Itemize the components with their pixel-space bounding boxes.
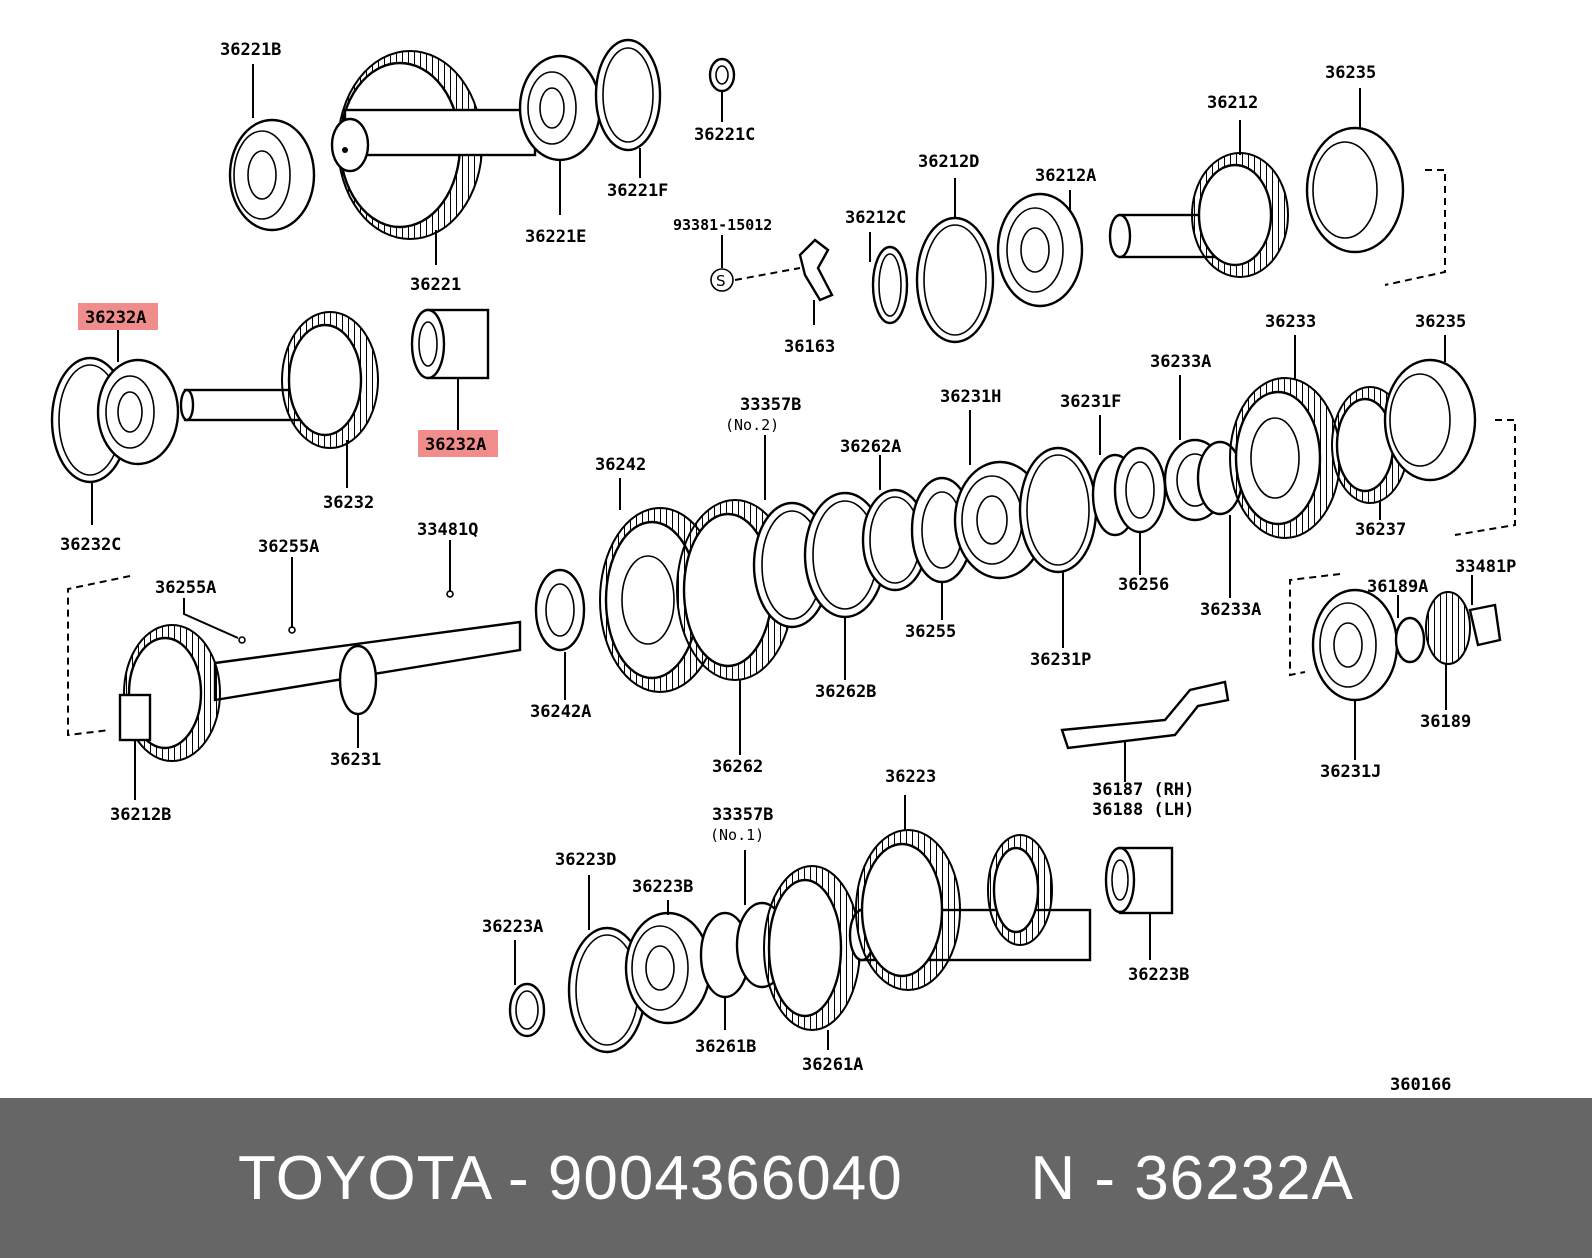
label-36223B-left: 36223B [632, 877, 693, 897]
snap-ring-36231P [1018, 446, 1098, 574]
label-33357B-no2: 33357B [740, 395, 801, 415]
label-36237: 36237 [1355, 520, 1406, 540]
label-diagram-ref: 360166 [1390, 1075, 1451, 1095]
label-36255A-2: 36255A [258, 537, 319, 557]
bearing-36242A [534, 568, 586, 652]
gear-36233 [1229, 377, 1341, 539]
bearing-36231J [1311, 588, 1399, 702]
ring-36189A [1394, 616, 1426, 664]
separator: - [489, 1143, 548, 1213]
label-93381-15012: 93381-15012 [673, 216, 772, 234]
label-36231: 36231 [330, 750, 381, 770]
label-36232A-highlight-1: 36232A [85, 308, 146, 328]
snap-ring-36223A [508, 982, 546, 1038]
part-number: 9004366040 [547, 1143, 903, 1213]
hub-36235 [1383, 358, 1477, 482]
highlight-36232A-1 [78, 303, 158, 330]
highlight-36232A-2 [418, 430, 498, 457]
label-36212B: 36212B [110, 805, 171, 825]
label-36242: 36242 [595, 455, 646, 475]
label-36235: 36235 [1415, 312, 1466, 332]
label-36233A-bottom: 36233A [1200, 600, 1261, 620]
label-36221E: 36221E [525, 227, 586, 247]
countershaft-36223 [848, 829, 1092, 991]
mainshaft-36231 [118, 620, 522, 762]
label-36189A: 36189A [1367, 577, 1428, 597]
footer-bar: TOYOTA - 9004366040 N - 36232A [0, 1098, 1592, 1258]
label-36262A: 36262A [840, 437, 901, 457]
label-36188-lh: 36188 (LH) [1092, 800, 1194, 820]
ring-36262A [861, 488, 929, 592]
label-36212C: 36212C [845, 208, 906, 228]
label-36231H: 36231H [940, 387, 1001, 407]
label-36223A: 36223A [482, 917, 543, 937]
label-36255A-1: 36255A [155, 578, 216, 598]
label-36231J: 36231J [1320, 762, 1381, 782]
label-36187-rh: 36187 (RH) [1092, 780, 1194, 800]
label-36256: 36256 [1118, 575, 1169, 595]
label-36221F: 36221F [607, 181, 668, 201]
label-36255: 36255 [905, 622, 956, 642]
separator-2: - [1076, 1143, 1135, 1213]
label-36223B-right: 36223B [1128, 965, 1189, 985]
label-no2: (No.2) [725, 416, 779, 434]
label-36223D: 36223D [555, 850, 616, 870]
label-36232A-highlight-2: 36232A [425, 435, 486, 455]
bearing-36212A [996, 192, 1084, 308]
ring-36212D [915, 216, 995, 344]
bearing-36221B [228, 118, 316, 232]
label-33481Q: 33481Q [417, 520, 478, 540]
label-36212D: 36212D [918, 152, 979, 172]
label-36262: 36262 [712, 757, 763, 777]
gear-36261A [763, 865, 861, 1031]
bearing-36232A-left [96, 358, 180, 466]
gear-36189 [1425, 591, 1502, 665]
label-36233A-top: 36233A [1150, 352, 1211, 372]
bearing-36221E [518, 54, 602, 162]
parts-diagram: S [50, 38, 1516, 1095]
label-36232C: 36232C [60, 535, 121, 555]
label-36231F: 36231F [1060, 392, 1121, 412]
bearing-36223B-left [624, 911, 712, 1025]
spacer [903, 1144, 1031, 1213]
brand-name: TOYOTA [238, 1143, 490, 1213]
label-36223: 36223 [885, 767, 936, 787]
gear-36232 [179, 311, 379, 449]
ref-prefix: N [1030, 1143, 1077, 1213]
bearing-36223B-right [1104, 846, 1174, 915]
ref-number: 36232A [1134, 1143, 1354, 1213]
label-36163: 36163 [784, 337, 835, 357]
label-no1: (No.1) [710, 826, 764, 844]
gear-36237 [1331, 386, 1409, 504]
bearing-36232A-right [410, 308, 490, 380]
hub-36235-top [1305, 126, 1405, 254]
label-36221C: 36221C [694, 125, 755, 145]
label-36261B: 36261B [695, 1037, 756, 1057]
label-36235-top: 36235 [1325, 63, 1376, 83]
bolt-36163 [798, 238, 834, 302]
label-36242A: 36242A [530, 702, 591, 722]
label-33357B-no1: 33357B [712, 805, 773, 825]
label-36221B: 36221B [220, 40, 281, 60]
ring-36256 [1113, 446, 1167, 534]
label-33481P: 33481P [1455, 557, 1516, 577]
snap-ring-36212C [871, 245, 909, 325]
label-36262B: 36262B [815, 682, 876, 702]
footer-caption: TOYOTA - 9004366040 N - 36232A [238, 1143, 1354, 1214]
label-36221: 36221 [410, 275, 461, 295]
label-36212: 36212 [1207, 93, 1258, 113]
snap-ring-36221F [594, 38, 662, 152]
symbol-s: S [716, 272, 726, 290]
label-36212A: 36212A [1035, 166, 1096, 186]
label-36232: 36232 [323, 493, 374, 513]
gear-36221 [330, 50, 537, 240]
ring-36221C [708, 57, 736, 93]
label-36231P: 36231P [1030, 650, 1091, 670]
label-36189: 36189 [1420, 712, 1471, 732]
label-36233: 36233 [1265, 312, 1316, 332]
shaft-36212 [1108, 152, 1289, 278]
label-36261A: 36261A [802, 1055, 863, 1075]
fork-36187-36188 [1060, 680, 1230, 750]
